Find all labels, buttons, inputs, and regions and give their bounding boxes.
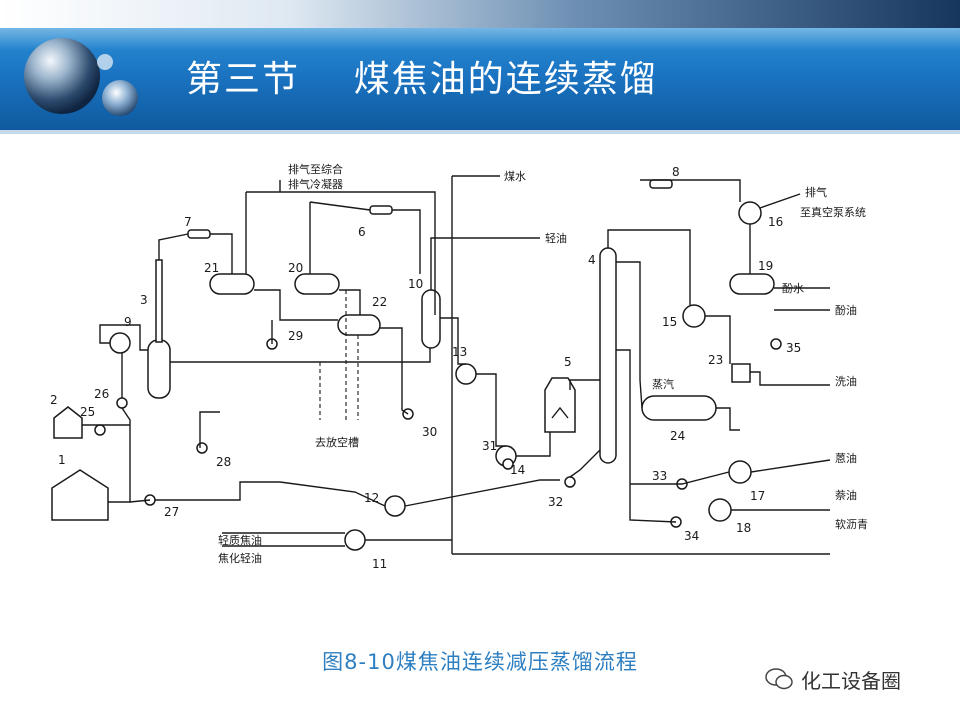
label-feed-2: 焦化轻油 xyxy=(218,551,262,565)
equip-num: 4 xyxy=(588,253,596,267)
equip-num: 18 xyxy=(736,521,751,535)
label-steam: 蒸汽 xyxy=(652,377,674,391)
process-piping xyxy=(82,175,831,555)
equip-num: 26 xyxy=(94,387,109,401)
equip-num: 22 xyxy=(372,295,387,309)
label-feed-1: 轻质焦油 xyxy=(218,533,262,547)
separator-21 xyxy=(209,273,255,295)
label-phenol-oil: 酚油 xyxy=(835,303,857,317)
equip-num: 12 xyxy=(364,491,379,505)
equip-num: 21 xyxy=(204,261,219,275)
equip-num: 11 xyxy=(372,557,387,571)
tank-2 xyxy=(53,406,83,439)
title-bar xyxy=(0,28,960,130)
equip-num: 17 xyxy=(750,489,765,503)
label-vent: 排气 xyxy=(805,185,827,199)
equip-num: 16 xyxy=(768,215,783,229)
cooler-8 xyxy=(649,179,673,189)
separator-20 xyxy=(294,273,340,295)
equip-num: 35 xyxy=(786,341,801,355)
equip-num: 13 xyxy=(452,345,467,359)
equip-num: 28 xyxy=(216,455,231,469)
equip-num: 10 xyxy=(408,277,423,291)
vessel-23 xyxy=(731,363,751,383)
equip-num: 33 xyxy=(652,469,667,483)
equip-num: 7 xyxy=(184,215,192,229)
label-coal-water: 煤水 xyxy=(504,170,526,183)
label-to-tank: 去放空槽 xyxy=(315,435,359,449)
title-bar-shine xyxy=(0,28,960,50)
column-4 xyxy=(599,247,617,464)
vessel-10 xyxy=(421,289,441,349)
label-vent-to-condensing: 排气至综合 xyxy=(288,162,343,176)
label-vent-condenser: 排气冷凝器 xyxy=(288,177,343,191)
globe-logo-icon xyxy=(24,38,138,116)
page-title: 第三节 煤焦油的连续蒸馏 xyxy=(186,59,658,100)
process-flow-diagram: 排气至综合 排气冷凝器 煤水 轻油 排气 至真空泵系统 酚水 酚油 洗油 蒸汽 … xyxy=(50,162,868,571)
furnace-5 xyxy=(544,377,576,433)
equip-num: 32 xyxy=(548,495,563,509)
title-underline xyxy=(0,130,960,134)
equip-num: 14 xyxy=(510,463,525,477)
chat-bubble-icon xyxy=(765,668,793,690)
equip-num: 20 xyxy=(288,261,303,275)
equip-num: 15 xyxy=(662,315,677,329)
cooler-6 xyxy=(369,205,393,215)
equip-num: 9 xyxy=(124,315,132,329)
label-soft-pitch: 软沥青 xyxy=(835,517,868,531)
dashed-lines xyxy=(319,290,359,420)
equip-num: 27 xyxy=(164,505,179,519)
cooler-7 xyxy=(187,229,211,239)
equip-num: 8 xyxy=(672,165,680,179)
exchanger-24 xyxy=(641,395,717,421)
column-3 xyxy=(147,339,171,399)
column-3-top xyxy=(155,259,163,343)
equipment-numbers: 1 2 3 4 5 6 7 8 9 10 11 12 13 14 15 16 1… xyxy=(50,165,801,571)
label-naphthalene-oil: 萘油 xyxy=(835,488,857,502)
watermark-text: 化工设备圈 xyxy=(801,668,901,693)
figure-caption: 图8-10煤焦油连续减压蒸馏流程 xyxy=(322,650,638,674)
equip-num: 2 xyxy=(50,393,58,407)
tank-1 xyxy=(51,469,109,521)
separator-19 xyxy=(729,273,775,295)
equip-num: 34 xyxy=(684,529,699,543)
equip-num: 29 xyxy=(288,329,303,343)
equip-num: 5 xyxy=(564,355,572,369)
equip-num: 6 xyxy=(358,225,366,239)
equip-num: 31 xyxy=(482,439,497,453)
label-phenol-water: 酚水 xyxy=(782,281,804,295)
separator-22 xyxy=(337,314,381,336)
label-wash-oil: 洗油 xyxy=(835,374,857,388)
equip-num: 3 xyxy=(140,293,148,307)
equip-num: 23 xyxy=(708,353,723,367)
label-anthracene-oil: 蒽油 xyxy=(835,451,857,465)
equip-num: 1 xyxy=(58,453,66,467)
equip-num: 30 xyxy=(422,425,437,439)
top-gradient-strip xyxy=(0,0,960,28)
watermark: 化工设备圈 xyxy=(765,664,901,694)
equip-num: 24 xyxy=(670,429,685,443)
equip-num: 25 xyxy=(80,405,95,419)
equip-num: 19 xyxy=(758,259,773,273)
label-to-vacuum: 至真空泵系统 xyxy=(800,205,866,219)
label-light-oil: 轻油 xyxy=(545,231,567,245)
